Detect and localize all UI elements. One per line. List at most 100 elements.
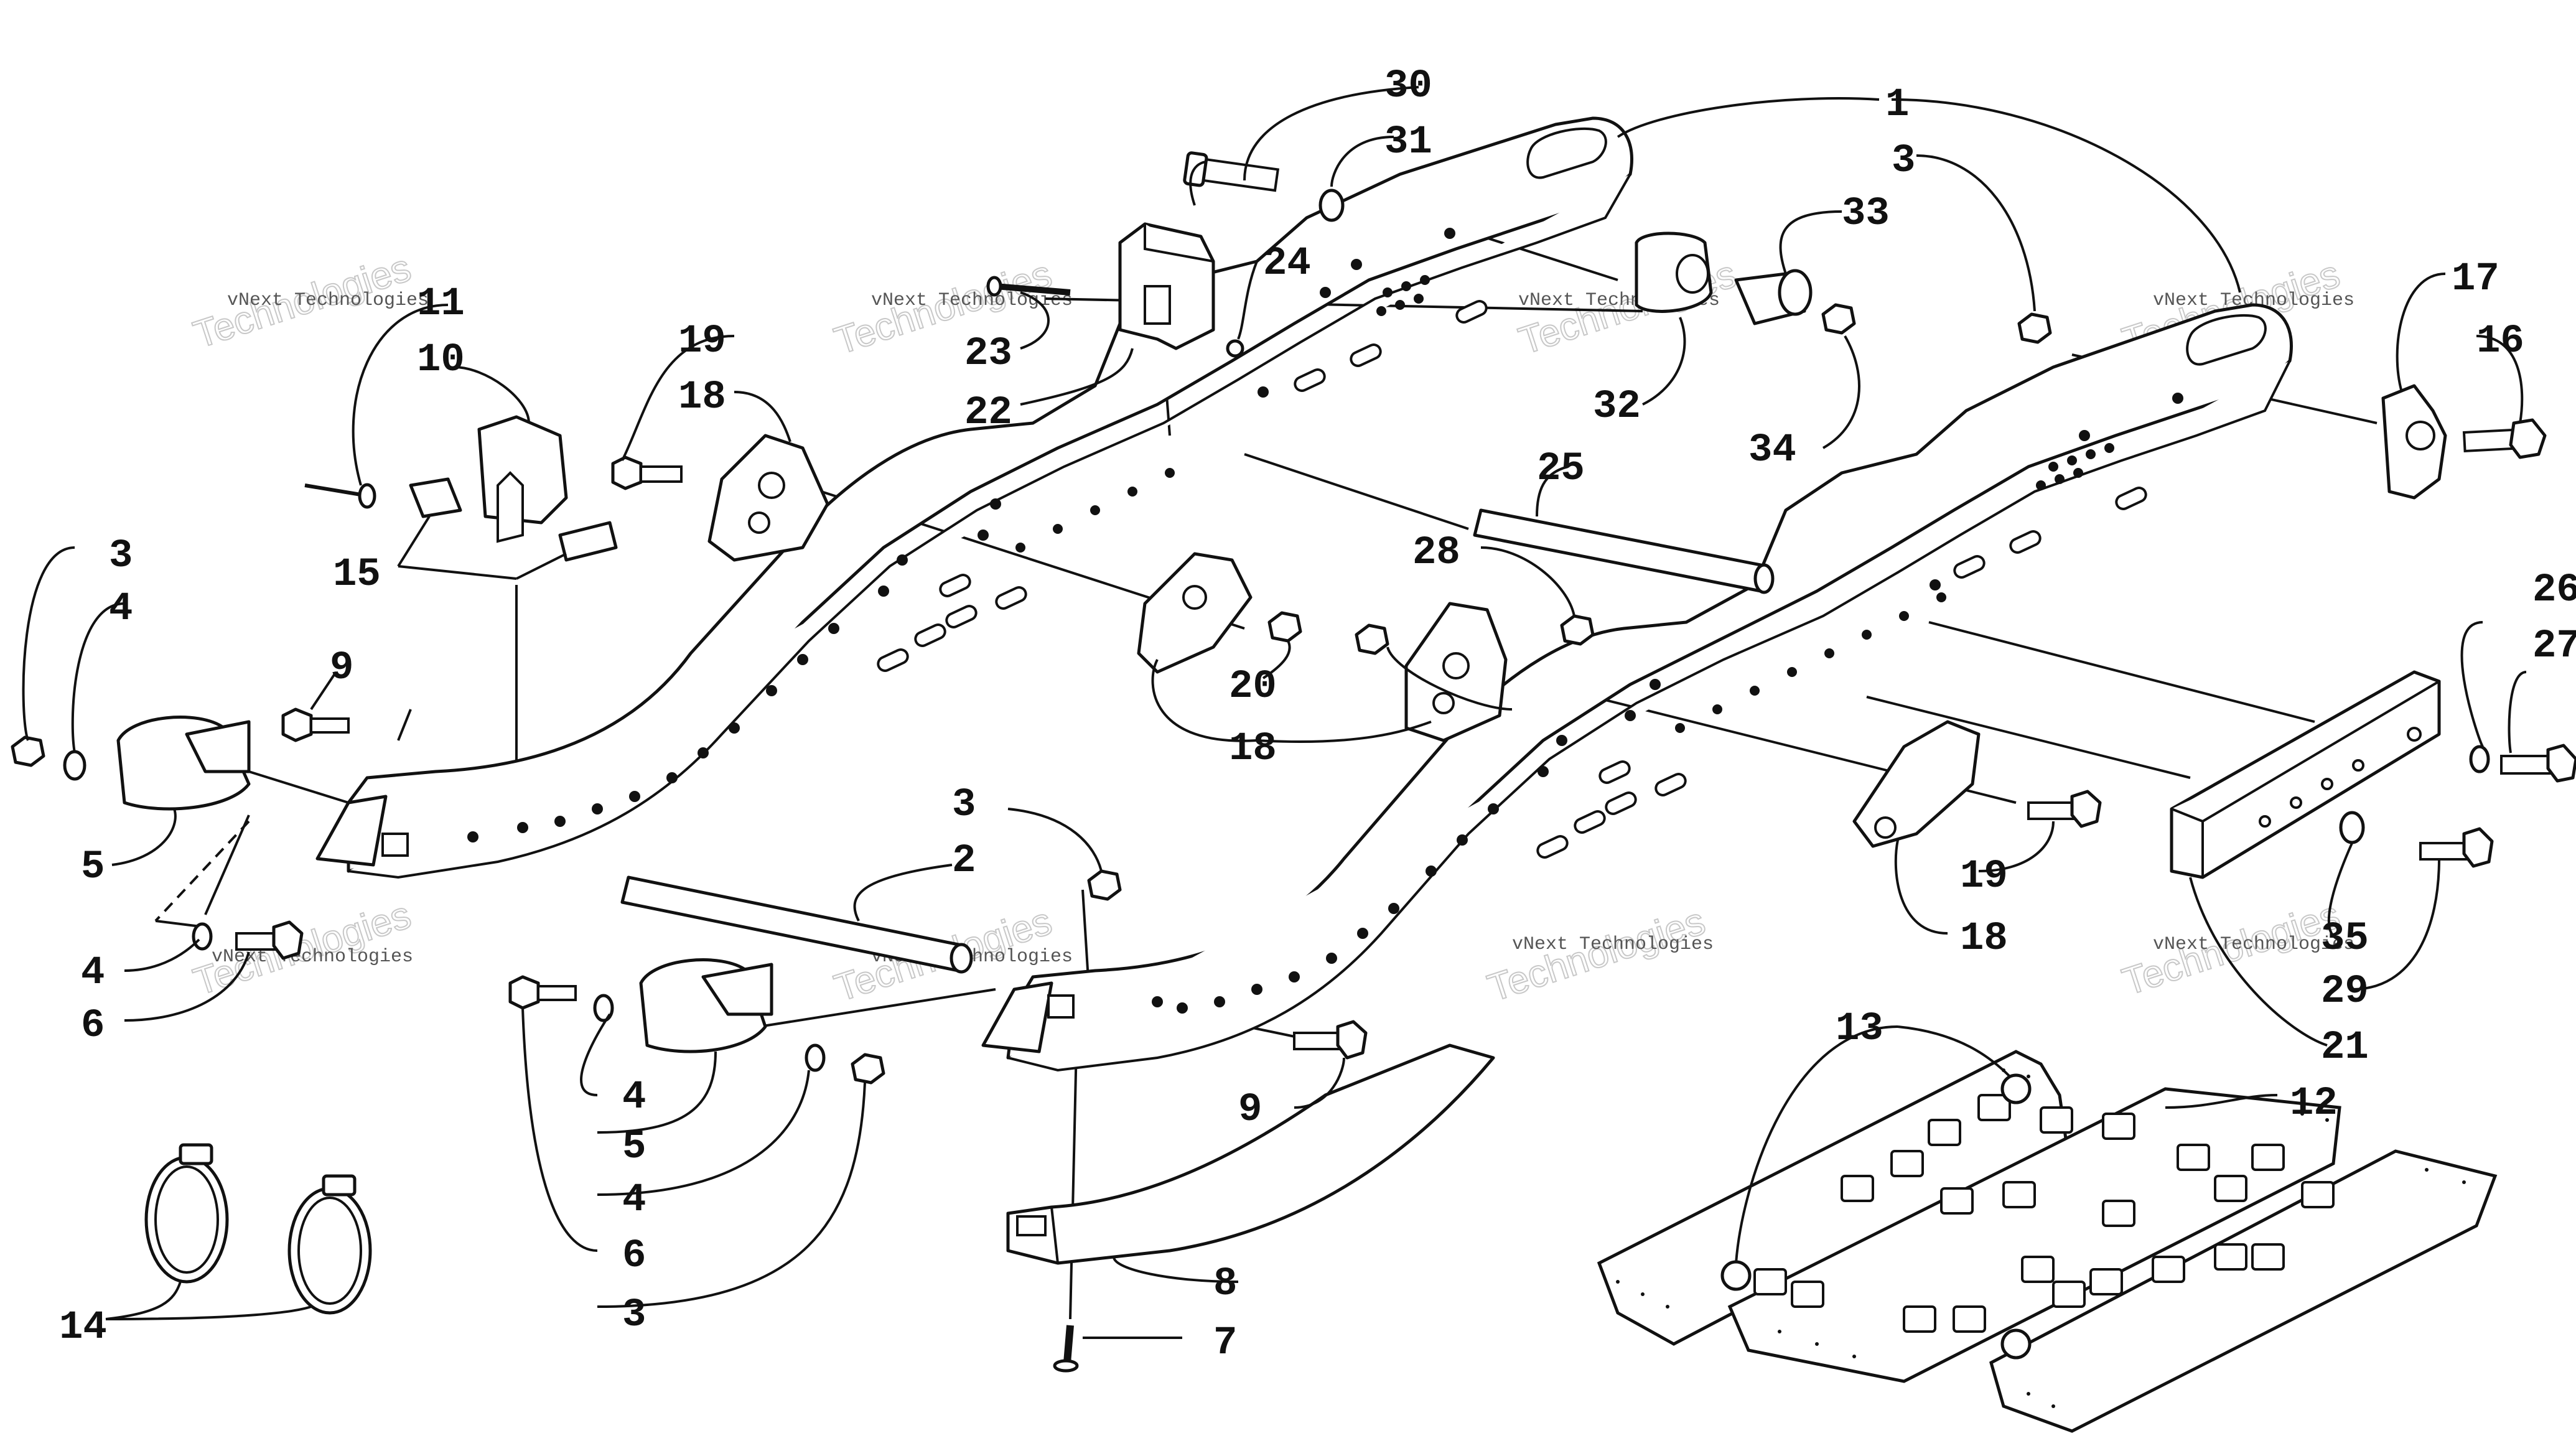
nut-3-left [11, 735, 45, 767]
callout-12: 12 [2290, 1081, 2338, 1126]
callout-8: 8 [1213, 1262, 1237, 1307]
rail-right-slots [1536, 487, 2147, 859]
rail-right [981, 303, 2293, 1072]
bogie-bracket-18d [1852, 720, 1981, 848]
callout-3-top: 3 [1892, 139, 1915, 184]
washer-26 [2469, 745, 2490, 773]
bogie-bracket-18b [1137, 552, 1253, 674]
washer-4-left [63, 750, 86, 781]
watermark-text: vNext Technologies [2153, 934, 2354, 955]
bumper-slot [381, 833, 409, 857]
callout-5-left: 5 [81, 845, 105, 890]
callout-13: 13 [1836, 1007, 1883, 1052]
callout-18-top: 18 [678, 375, 726, 420]
callout-29: 29 [2321, 969, 2369, 1014]
callout-34: 34 [1748, 428, 1796, 473]
bogie-bracket-18a [707, 434, 829, 562]
nut-28 [1560, 614, 1595, 646]
stop-block-10 [477, 415, 568, 543]
washer-4-bottom [192, 922, 213, 951]
callout-6-left: 6 [81, 1004, 105, 1048]
callout-28: 28 [1412, 531, 1460, 576]
pin-23 [986, 276, 1071, 297]
nut-20b [1355, 623, 1389, 655]
callout-4-lower: 4 [81, 951, 105, 996]
callout-3-center: 3 [952, 783, 976, 828]
callout-1: 1 [1885, 83, 1909, 128]
callout-30: 30 [1384, 64, 1432, 109]
callout-16: 16 [2476, 319, 2524, 364]
watermark-text: vNext Technologies [871, 290, 1073, 311]
hose-clamp-14a [144, 1143, 229, 1284]
rail-right-holes [1152, 393, 2183, 1014]
screw-7 [1053, 1325, 1079, 1373]
rivet-11 [304, 483, 376, 509]
callout-11: 11 [417, 282, 465, 327]
bolt-9-lower [1293, 1020, 1368, 1060]
bolt-6-center [508, 975, 577, 1010]
callout-19-top: 19 [678, 319, 726, 364]
bolt-29 [2419, 827, 2494, 868]
track-12 [1597, 1050, 2498, 1433]
bracket-15a [409, 477, 462, 518]
watermark-text: vNext Technologies [1512, 934, 1714, 955]
callout-35: 35 [2321, 917, 2369, 961]
rail-extension-21 [2170, 670, 2441, 879]
callout-19-lower: 19 [1960, 854, 2008, 899]
bolt-16 [2462, 418, 2547, 459]
bolt-27 [2500, 744, 2576, 783]
callout-4-bottom: 4 [622, 1178, 646, 1223]
axle-rod-25 [1473, 508, 1775, 594]
callout-18-middle: 18 [1229, 727, 1277, 772]
idler-bumper-32 [1635, 231, 1713, 313]
bolt-9-top [281, 707, 350, 742]
callout-9-lower: 9 [1238, 1088, 1262, 1132]
callout-7: 7 [1213, 1321, 1237, 1366]
callout-24: 24 [1263, 241, 1311, 286]
spacer-33 [1734, 269, 1813, 325]
callout-labels: 1 2 3 3 3 3 4 4 4 4 5 5 6 6 7 8 9 9 10 1… [59, 64, 2576, 1366]
callout-31: 31 [1384, 120, 1432, 165]
washer-4-right [805, 1043, 826, 1072]
ring-24 [1226, 339, 1244, 358]
track-clips [1720, 1073, 2032, 1360]
nut-3-top [2017, 312, 2052, 344]
callout-3-bottom: 3 [622, 1293, 646, 1338]
callout-15: 15 [333, 553, 381, 597]
callout-22: 22 [964, 391, 1012, 436]
bracket-15b [558, 521, 618, 562]
nut-34 [1821, 303, 1856, 335]
callout-25: 25 [1537, 447, 1585, 492]
washer-31 [1318, 189, 1345, 222]
bumper-5-left [116, 716, 251, 811]
axle-rod-2 [620, 875, 973, 974]
washer-35 [2339, 811, 2365, 844]
nut-3-lower [851, 1053, 885, 1085]
callout-10: 10 [417, 338, 465, 383]
stop-block-22 [1118, 222, 1215, 350]
watermark-text: vNext Technologies [227, 290, 429, 311]
callout-20: 20 [1229, 665, 1277, 709]
callout-32: 32 [1593, 385, 1641, 429]
bolt-19-lower [2027, 790, 2102, 828]
track-lugs [1753, 1094, 2335, 1333]
bumper-slot [1047, 994, 1075, 1019]
nut-20a [1267, 611, 1302, 643]
rail-left [315, 116, 1633, 879]
bolt-19-top [611, 455, 683, 490]
nut-3-center [1087, 869, 1122, 901]
callout-18-lower: 18 [1960, 917, 2008, 961]
callout-14: 14 [59, 1305, 107, 1350]
bumper-5-center [639, 958, 773, 1053]
callout-23: 23 [964, 332, 1012, 376]
callout-3-left: 3 [109, 534, 133, 579]
callout-2: 2 [952, 839, 976, 884]
bogie-bracket-18c [1404, 602, 1508, 742]
callout-6-bottom: 6 [622, 1234, 646, 1279]
callout-21: 21 [2321, 1025, 2369, 1070]
callout-5-center: 5 [622, 1125, 646, 1170]
hose-clamp-14b [287, 1174, 372, 1315]
washer-4-center [593, 994, 614, 1022]
bolt-30 [1183, 151, 1280, 192]
